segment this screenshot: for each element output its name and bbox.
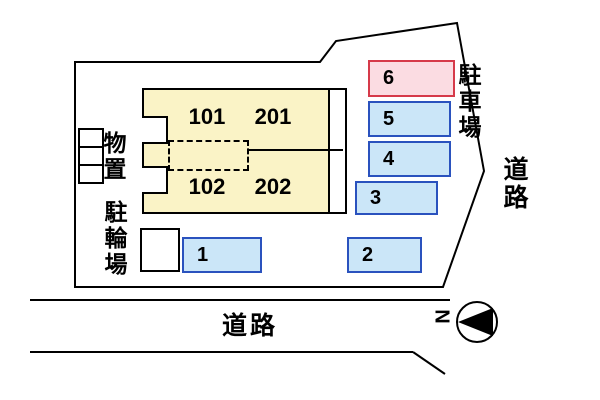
parking-area-label: 駐車場 [455, 63, 481, 141]
building-corridor-strip [328, 88, 347, 214]
building-entrance-notch-top [142, 116, 168, 144]
stairwell-dashed-outline [168, 140, 249, 171]
unit-label-102: 102 [188, 174, 226, 199]
building-floor-divider-line [247, 149, 343, 151]
road-label-bottom: 道路 [222, 312, 279, 340]
unit-label-202: 202 [254, 174, 292, 199]
parking-space-3-number: 3 [370, 186, 382, 209]
compass-north-label: N [430, 309, 453, 324]
parking-space-5: 5 [368, 101, 451, 137]
parking-space-4: 4 [368, 141, 451, 177]
bottom-road-corner-line [412, 351, 446, 375]
storage-label: 物置 [100, 131, 126, 183]
bicycle-parking-label: 駐輪場 [101, 200, 127, 278]
parking-space-2-number: 2 [362, 243, 374, 266]
parking-space-4-number: 4 [383, 147, 395, 170]
building-outline [142, 88, 332, 214]
road-label-right: 道路 [500, 156, 528, 212]
building-entrance-notch-bottom [142, 166, 168, 194]
parking-space-5-number: 5 [383, 107, 395, 130]
parking-space-2: 2 [347, 237, 422, 273]
parking-space-1: 1 [182, 237, 262, 273]
parking-space-3: 3 [355, 181, 438, 215]
parking-space-6-highlighted: 6 [368, 60, 455, 97]
compass-north-arrow [458, 308, 493, 336]
unit-label-101: 101 [188, 104, 226, 129]
storage-box-3 [78, 164, 104, 184]
parking-space-1-number: 1 [197, 243, 209, 266]
bicycle-parking-box [140, 228, 180, 272]
unit-label-201: 201 [254, 104, 292, 129]
parking-space-6-number: 6 [383, 67, 395, 89]
